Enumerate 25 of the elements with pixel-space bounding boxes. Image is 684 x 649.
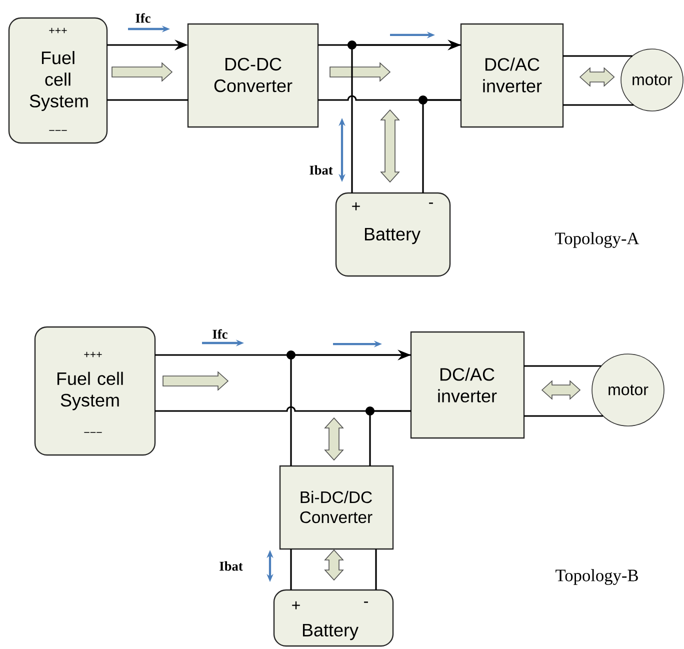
current-label: Ibat [310,165,333,175]
wire [524,415,604,417]
current-label: Ibat [220,561,243,571]
battery-box: + - Battery [335,192,451,277]
wire [290,354,411,466]
converter-box: Bi-DC/DC Converter [279,465,394,550]
inverter-box: DC/AC inverter [410,331,525,439]
current-label: Ifc [136,13,150,23]
wire [369,410,411,466]
wire [107,99,188,101]
wire [351,44,461,193]
wire [563,104,634,106]
wire [422,99,461,193]
wire [290,549,292,590]
current-label: Ifc [212,329,228,339]
battery-box: + - Battery [273,589,394,647]
fuel-cell-box: +++ Fuel cell System −−− [34,326,156,456]
wire [375,549,377,590]
topology-label: Topology-A [555,232,640,248]
wire [524,365,602,367]
topology-label: Topology-B [556,569,638,585]
converter-box: DC-DC Converter [187,23,319,128]
wire [563,55,632,57]
inverter-box: DC/AC inverter [460,23,564,128]
fuel-cell-box: +++ Fuel cell System −−− [8,17,108,144]
